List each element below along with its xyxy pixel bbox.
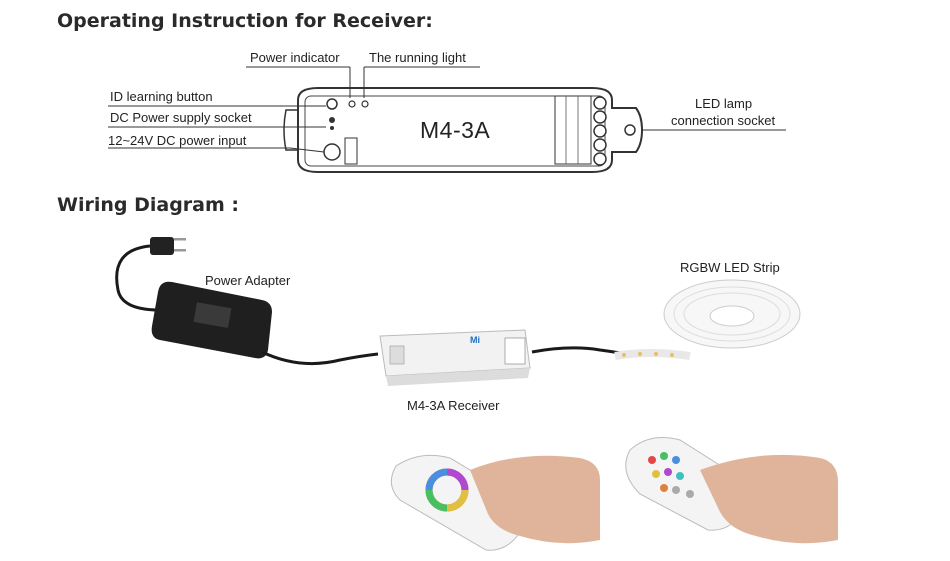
callout-led-socket-line1: LED lamp xyxy=(695,96,753,111)
power-plug-icon xyxy=(150,237,186,255)
receiver-icon xyxy=(379,329,531,386)
callout-id-button: ID learning button xyxy=(110,89,213,104)
callout-led-socket-line2: connection socket xyxy=(671,113,776,128)
power-adapter-icon xyxy=(151,281,272,359)
button-remote-icon xyxy=(625,437,838,544)
section1-title: Operating Instruction for Receiver: xyxy=(57,10,433,32)
callout-dc-socket: DC Power supply socket xyxy=(110,110,252,125)
callout-running-light: The running light xyxy=(369,50,466,65)
device-model-label: M4-3A xyxy=(420,117,491,143)
callout-dc-input: 12~24V DC power input xyxy=(108,133,247,148)
callout-power-indicator: Power indicator xyxy=(250,50,340,65)
led-strip-reel-icon xyxy=(614,279,801,360)
color-wheel-remote-icon xyxy=(390,454,600,551)
section2-title: Wiring Diagram : xyxy=(57,194,240,216)
label-power-adapter: Power Adapter xyxy=(205,273,291,288)
label-led-strip: RGBW LED Strip xyxy=(680,260,780,275)
label-receiver: M4-3A Receiver xyxy=(407,398,500,413)
receiver-badge: Mi xyxy=(470,335,480,345)
